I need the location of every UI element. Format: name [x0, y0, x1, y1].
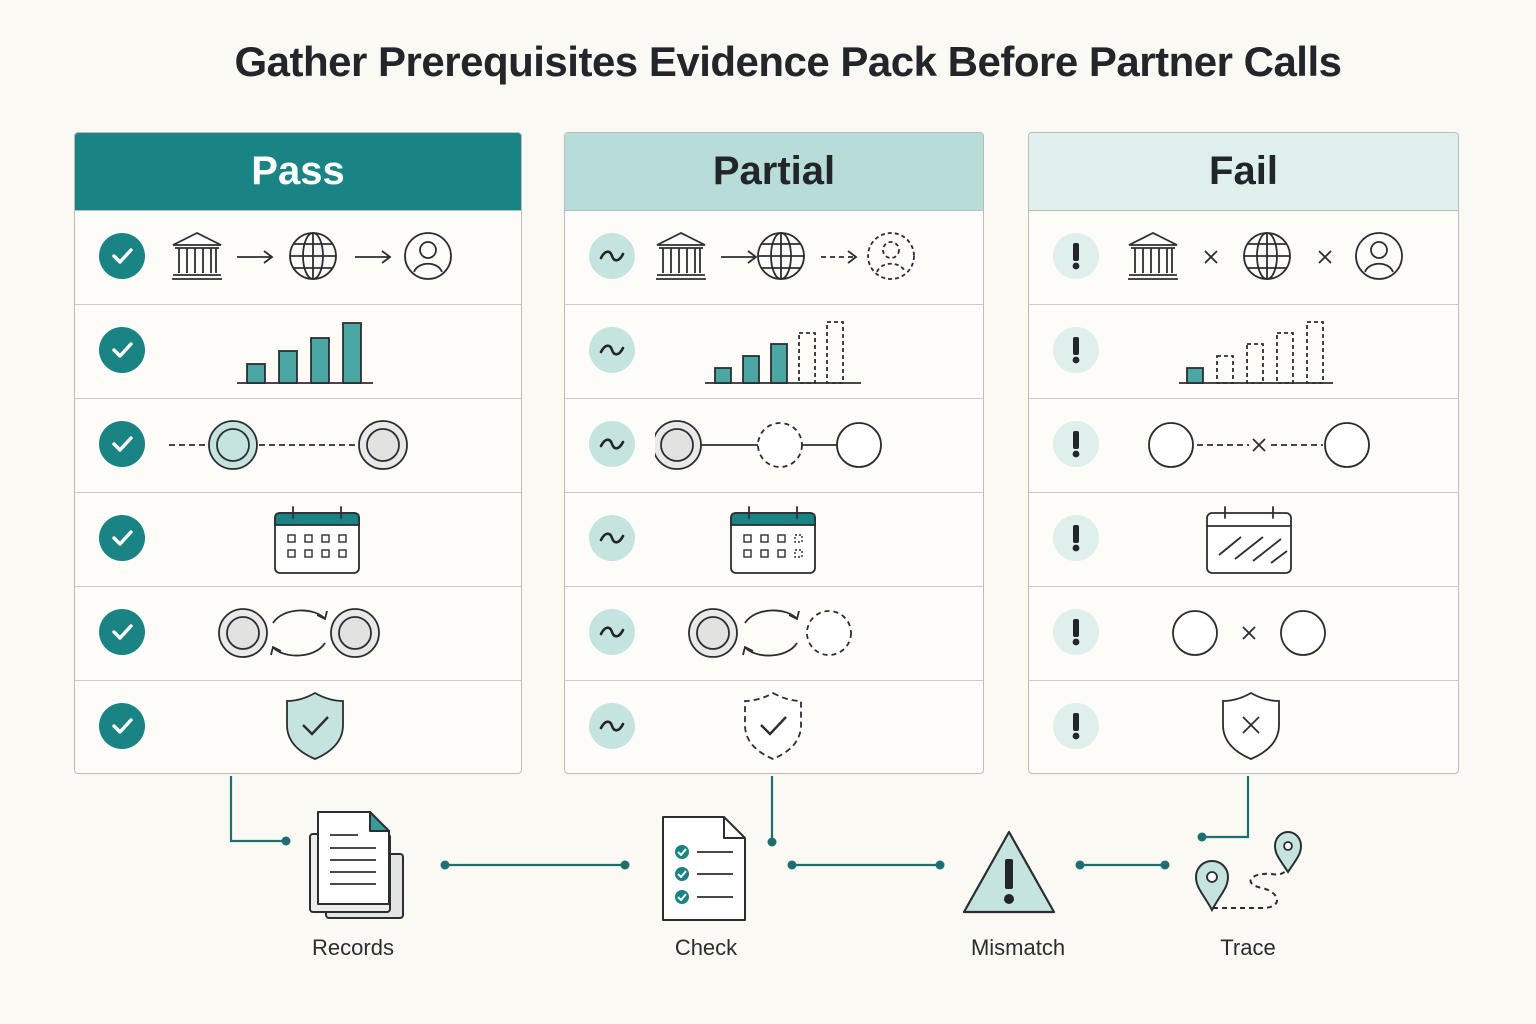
flow-label-mismatch: Mismatch	[970, 935, 1066, 960]
sync-nodes-icon	[218, 608, 380, 658]
page-title: Gather Prerequisites Evidence Pack Befor…	[234, 38, 1342, 85]
check-icon	[99, 515, 145, 561]
tilde-icon	[589, 515, 635, 561]
linked-nodes-icon	[1148, 422, 1370, 468]
bar-chart-icon	[705, 321, 861, 384]
calendar-icon	[274, 506, 360, 574]
check-icon	[99, 233, 145, 279]
checklist-row	[75, 681, 521, 773]
checklist-row	[1029, 399, 1458, 493]
pass-rows	[75, 211, 521, 773]
exclamation-icon	[1053, 703, 1099, 749]
documents-icon	[309, 811, 404, 919]
warning-icon	[962, 830, 1056, 914]
checklist-row	[1029, 305, 1458, 399]
checklist-row	[565, 399, 983, 493]
sync-nodes-icon	[688, 608, 852, 658]
exclamation-icon	[1053, 421, 1099, 467]
checklist-row	[565, 493, 983, 587]
checklist-row	[75, 305, 521, 399]
checklist-row	[75, 211, 521, 305]
checklist-row	[75, 587, 521, 681]
exclamation-icon	[1053, 327, 1099, 373]
fail-header: Fail	[1029, 133, 1458, 211]
flow-label-trace: Trace	[1220, 935, 1276, 960]
pass-header: Pass	[75, 133, 521, 211]
checklist-row	[1029, 587, 1458, 681]
checklist-row	[565, 211, 983, 305]
bank-globe-person-flow-icon	[172, 231, 452, 280]
sync-nodes-icon	[1172, 610, 1326, 656]
fail-rows	[1029, 211, 1458, 773]
checklist-row	[565, 681, 983, 773]
exclamation-icon	[1053, 515, 1099, 561]
pass-panel: Pass	[74, 132, 522, 774]
checklist-row	[565, 587, 983, 681]
tilde-icon	[589, 609, 635, 655]
calendar-icon	[730, 506, 816, 574]
linked-nodes-icon	[655, 420, 882, 470]
partial-rows	[565, 211, 983, 773]
checklist-row	[75, 493, 521, 587]
checklist-row	[1029, 493, 1458, 587]
check-icon	[99, 703, 145, 749]
linked-nodes-icon	[165, 420, 408, 470]
exclamation-icon	[1053, 233, 1099, 279]
calendar-icon	[1206, 506, 1292, 574]
checklist-row	[1029, 681, 1458, 773]
tilde-icon	[589, 703, 635, 749]
flow-label-records: Records	[312, 935, 394, 960]
flow-label-check: Check	[674, 935, 738, 960]
shield-check-icon	[744, 691, 802, 760]
checklist-row	[565, 305, 983, 399]
checklist-row	[75, 399, 521, 493]
tilde-icon	[589, 421, 635, 467]
tilde-icon	[589, 327, 635, 373]
checklist-icon	[662, 816, 746, 921]
bank-globe-person-flow-icon	[656, 231, 915, 280]
tilde-icon	[589, 233, 635, 279]
check-icon	[99, 421, 145, 467]
route-pins-icon	[1194, 830, 1303, 913]
fail-panel: Fail	[1028, 132, 1459, 774]
exclamation-icon	[1053, 609, 1099, 655]
check-icon	[99, 327, 145, 373]
partial-panel: Partial	[564, 132, 984, 774]
bar-chart-icon	[237, 322, 373, 384]
bar-chart-icon	[1179, 321, 1333, 384]
bank-globe-person-flow-icon	[1128, 231, 1403, 280]
check-icon	[99, 609, 145, 655]
partial-header: Partial	[565, 133, 983, 211]
shield-check-icon	[286, 691, 344, 760]
checklist-row	[1029, 211, 1458, 305]
shield-x-icon	[1222, 691, 1280, 760]
